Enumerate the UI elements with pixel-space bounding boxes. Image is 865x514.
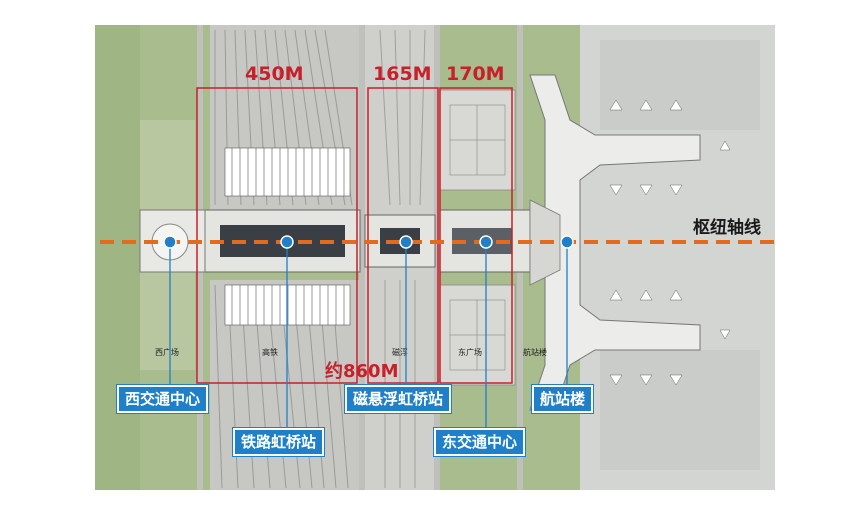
dimension-box-railway bbox=[196, 87, 358, 384]
station-label-east-transport-center[interactable]: 东交通中心 bbox=[434, 428, 526, 456]
station-marker-maglev[interactable] bbox=[399, 235, 413, 249]
dimension-label-170m: 170M bbox=[446, 63, 505, 85]
area-label-terminal: 航站楼 bbox=[523, 347, 547, 357]
area-label-high-speed-rail: 高铁 bbox=[262, 347, 278, 357]
dimension-box-maglev bbox=[367, 87, 439, 384]
area-label-west-plaza: 西广场 bbox=[155, 347, 179, 357]
terminal-structure bbox=[529, 74, 701, 411]
station-marker-west-transport[interactable] bbox=[163, 235, 177, 249]
station-marker-terminal[interactable] bbox=[560, 235, 574, 249]
station-label-maglev-hongqiao[interactable]: 磁悬浮虹桥站 bbox=[345, 385, 452, 413]
total-length-label: 约860M bbox=[325, 360, 399, 382]
station-marker-railway[interactable] bbox=[280, 235, 294, 249]
station-label-railway-hongqiao[interactable]: 铁路虹桥站 bbox=[233, 428, 325, 456]
dimension-label-450m: 450M bbox=[245, 63, 304, 85]
dimension-box-east bbox=[439, 87, 513, 384]
station-marker-east-transport[interactable] bbox=[479, 235, 493, 249]
station-label-terminal-building[interactable]: 航站楼 bbox=[532, 385, 594, 413]
area-label-east-plaza: 东广场 bbox=[458, 347, 482, 357]
area-label-maglev: 磁浮 bbox=[392, 347, 408, 357]
hub-axis-label: 枢纽轴线 bbox=[693, 217, 761, 238]
dimension-label-165m: 165M bbox=[373, 63, 432, 85]
station-label-west-transport-center[interactable]: 西交通中心 bbox=[117, 385, 209, 413]
